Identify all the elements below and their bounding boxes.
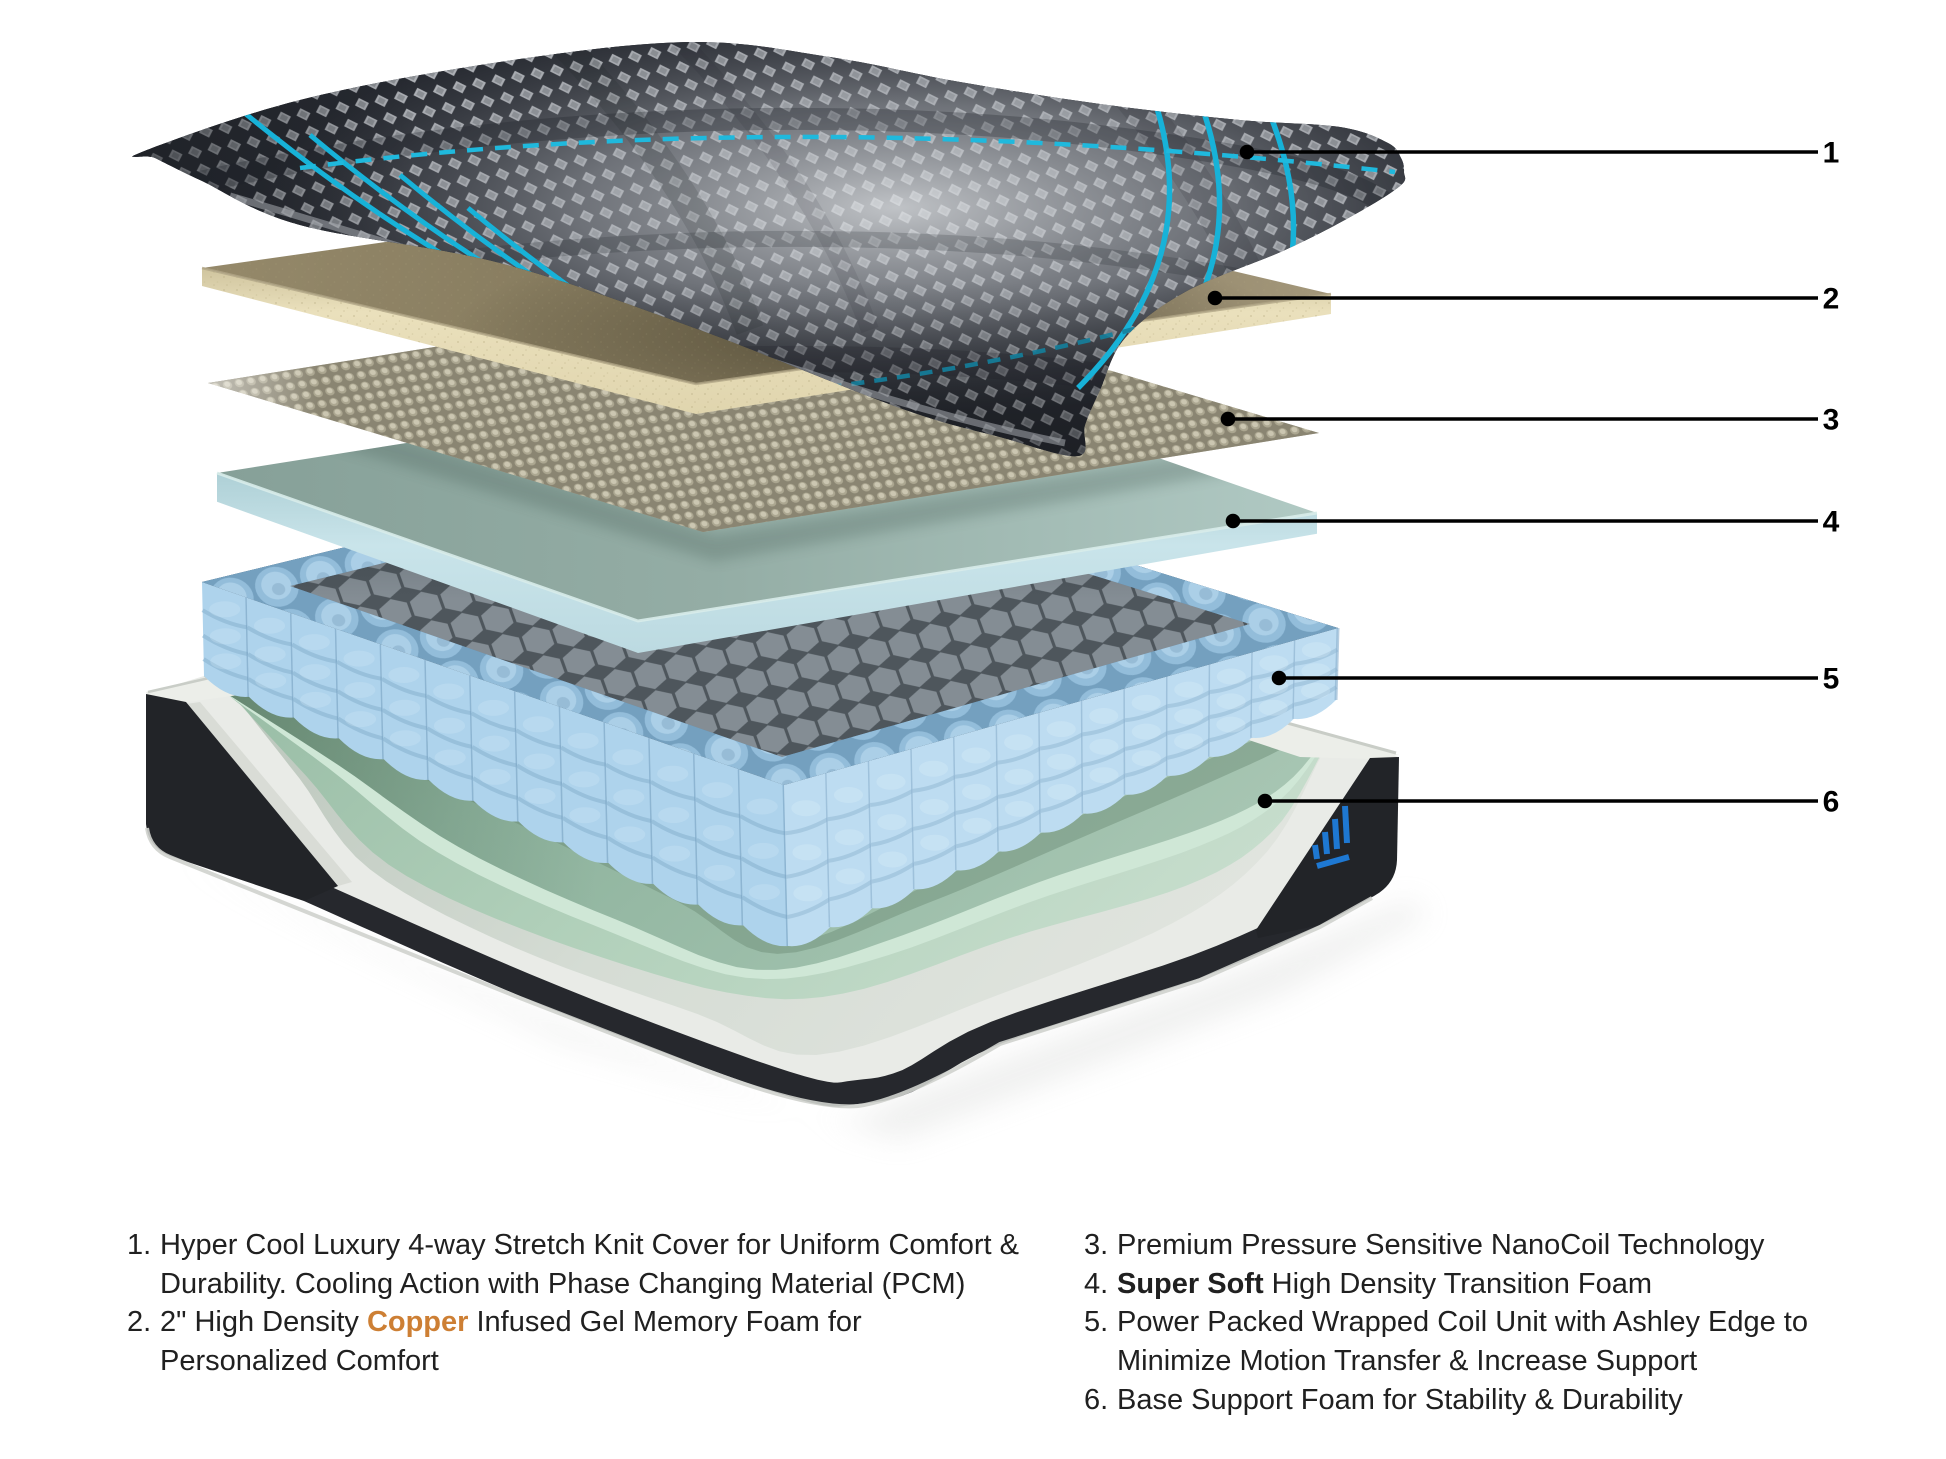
svg-text:5: 5: [1823, 663, 1840, 696]
svg-text:3: 3: [1823, 404, 1840, 437]
svg-text:1: 1: [1823, 137, 1840, 170]
svg-text:4: 4: [1823, 506, 1840, 539]
svg-text:6: 6: [1823, 786, 1840, 819]
svg-text:2: 2: [1823, 283, 1840, 316]
